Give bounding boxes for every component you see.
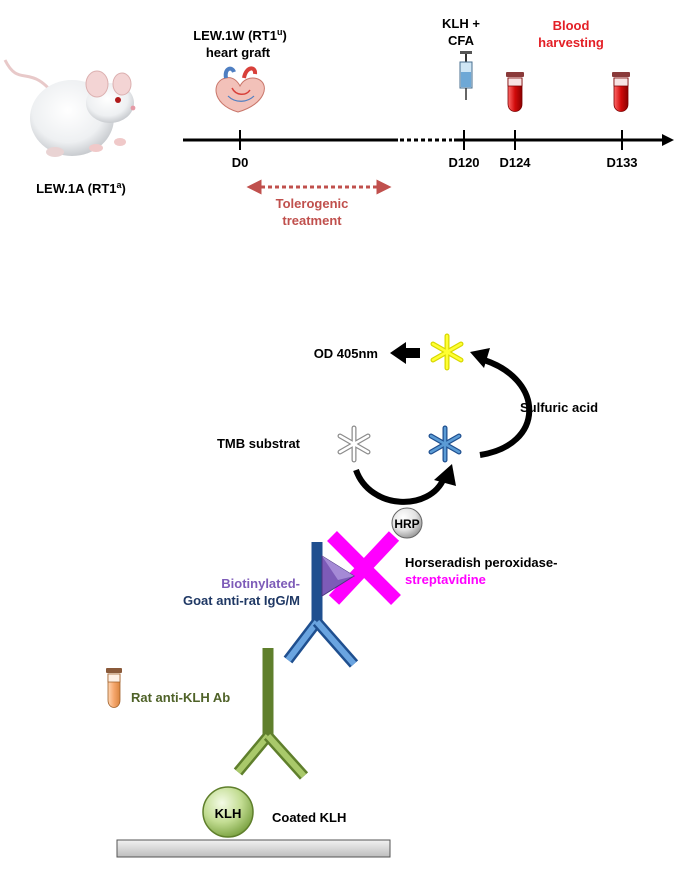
od-arrow — [390, 342, 420, 364]
day-label: D120 — [448, 155, 479, 170]
day-label: D0 — [232, 155, 249, 170]
rat-strain-label: LEW.1A (RT1a) — [36, 180, 126, 196]
tolerogenic-label-line2: treatment — [282, 213, 342, 228]
primary-antibody — [233, 648, 309, 780]
secondary-antibody-label: Biotinylated- — [221, 576, 300, 591]
streptavidin-x — [327, 531, 401, 605]
klh-label: KLH — [215, 806, 242, 821]
tmb-substrat-label: TMB substrat — [217, 436, 301, 451]
hrp-enzyme — [391, 507, 423, 539]
elisa-plate — [116, 839, 391, 858]
blood-tube-icon — [506, 72, 524, 112]
heart-icon — [215, 66, 265, 113]
timeline-axis — [183, 134, 674, 146]
conversion-arrowhead — [434, 464, 456, 486]
syringe-icon — [459, 51, 473, 100]
sulfuric-acid-label: Sulfuric acid — [520, 400, 598, 415]
klh-cfa-label: KLH + — [442, 16, 480, 31]
day-markers: D0 D120 D124 D133 — [232, 130, 638, 170]
hrp-streptavidine-label-line2: streptavidine — [405, 572, 486, 587]
hrp-streptavidine-label: Horseradish peroxidase- — [405, 555, 557, 570]
tolerogenic-label: Tolerogenic — [276, 196, 349, 211]
blood-harvesting-label: Blood — [553, 18, 590, 33]
primary-antibody-label: Rat anti-KLH Ab — [131, 690, 230, 705]
day-label: D124 — [499, 155, 531, 170]
biotin-triangle — [321, 555, 355, 597]
klh-antigen — [202, 786, 254, 838]
yellow-star-icon — [430, 333, 464, 371]
secondary-antibody-label-line2: Goat anti-rat IgG/M — [183, 593, 300, 608]
graft-label: LEW.1W (RT1u) — [193, 27, 287, 43]
conversion-arc — [353, 468, 447, 505]
secondary-antibody — [283, 542, 359, 668]
serum-tube-icon — [106, 668, 122, 708]
blue-star-icon — [428, 425, 462, 463]
arc-arrowhead — [470, 348, 490, 368]
blood-harvesting-label-line2: harvesting — [538, 35, 604, 50]
od-405-label: OD 405nm — [314, 346, 378, 361]
rat-illustration — [3, 59, 136, 157]
white-star-icon — [337, 425, 371, 463]
day-label: D133 — [606, 155, 637, 170]
coated-klh-label: Coated KLH — [272, 810, 346, 825]
blood-tube-icon — [612, 72, 630, 112]
oxidation-arc — [479, 357, 533, 458]
hrp-label: HRP — [394, 517, 419, 531]
graft-label-line2: heart graft — [206, 45, 271, 60]
klh-cfa-label-line2: CFA — [448, 33, 475, 48]
